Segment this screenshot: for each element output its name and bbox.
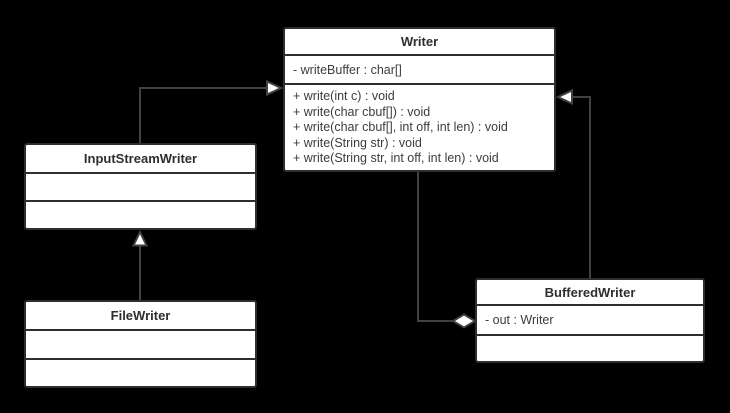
hollow-triangle-arrow-icon <box>555 88 573 106</box>
class-method: + write(int c) : void <box>293 89 395 103</box>
class-box-inputstreamwriter: InputStreamWriter <box>24 143 257 230</box>
class-attribute: - writeBuffer : char[] <box>285 54 554 83</box>
class-methods-empty <box>26 200 255 228</box>
class-attribute: - out : Writer <box>477 304 703 334</box>
class-method: + write(String str, int off, int len) : … <box>293 151 499 166</box>
hollow-triangle-arrow-icon <box>266 79 284 97</box>
hollow-triangle-arrow-icon <box>131 229 149 247</box>
class-method: + write(String str) : void <box>293 135 422 150</box>
class-methods: + write(int c) : void + write(char cbuf[… <box>285 83 554 170</box>
generalization-bufferedwriter-to-writer <box>555 88 591 278</box>
class-box-filewriter: FileWriter <box>24 300 257 388</box>
class-method: + write(char cbuf[], int off, int len) :… <box>293 120 508 135</box>
class-box-bufferedwriter: BufferedWriter - out : Writer <box>475 278 705 363</box>
class-title: InputStreamWriter <box>83 151 198 166</box>
aggregation-bufferedwriter-has-writer <box>417 172 477 329</box>
class-box-writer: Writer - writeBuffer : char[] + write(in… <box>283 27 556 172</box>
class-methods-empty <box>26 358 255 386</box>
class-methods-empty <box>477 334 703 361</box>
class-title: BufferedWriter <box>544 284 636 300</box>
generalization-inputstreamwriter-to-writer <box>139 79 284 143</box>
class-attributes-empty <box>26 329 255 358</box>
class-title: Writer <box>400 34 439 49</box>
hollow-diamond-icon <box>451 313 477 329</box>
class-title: FileWriter <box>110 308 171 323</box>
generalization-filewriter-to-inputstreamwriter <box>131 229 149 300</box>
class-attributes-empty <box>26 172 255 200</box>
class-method: + write(char cbuf[]) : void <box>293 104 431 119</box>
